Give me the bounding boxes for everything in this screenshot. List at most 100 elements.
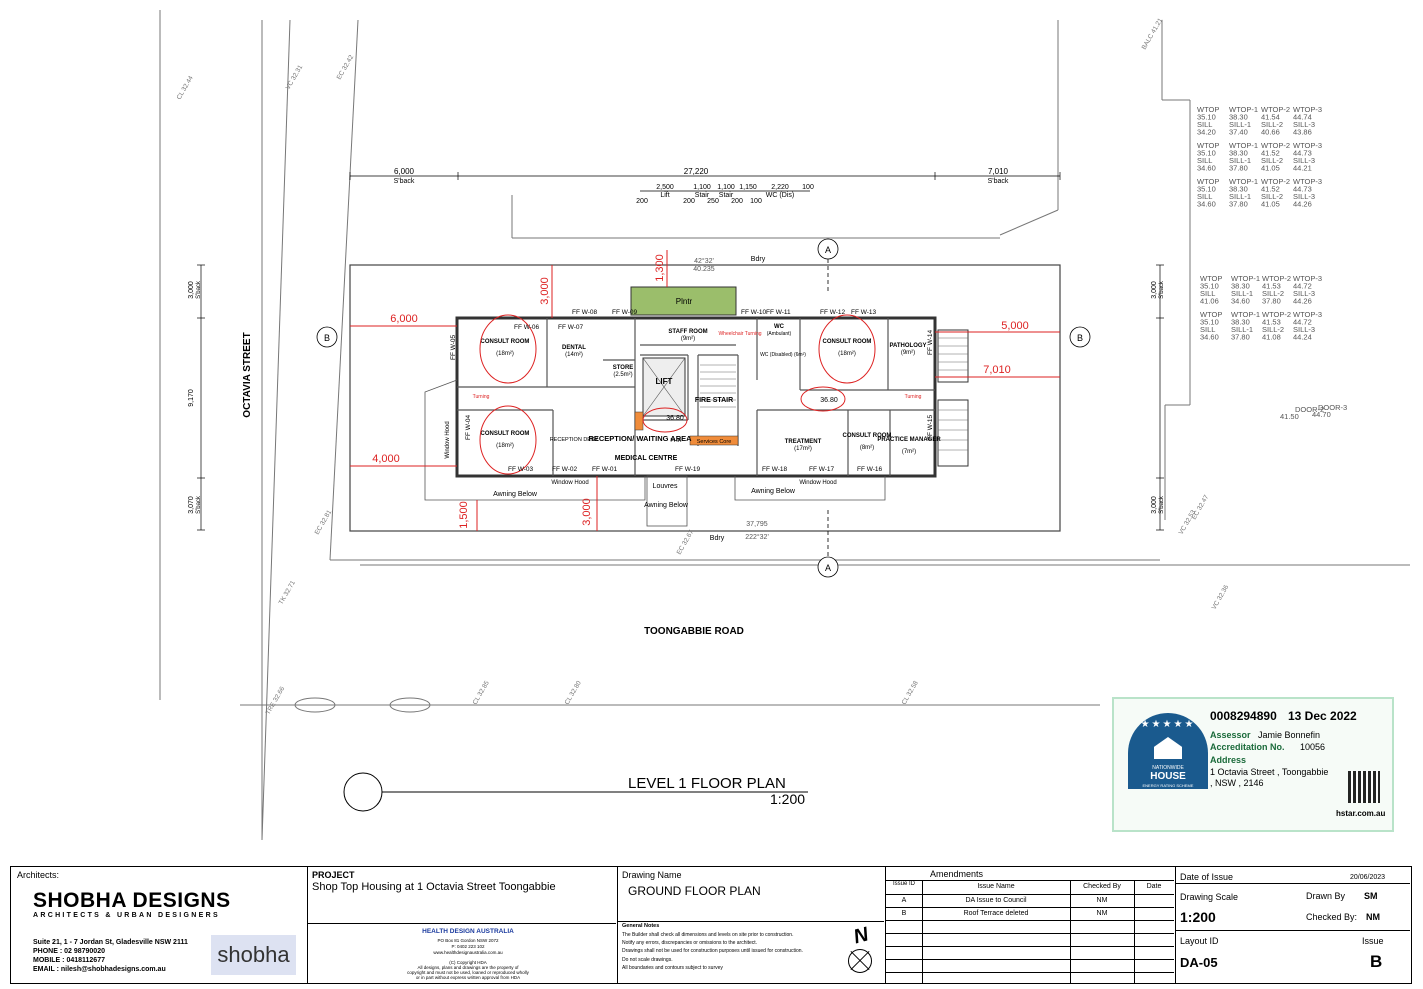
window-tag: FF W-05 <box>450 334 457 360</box>
amend-a-checked: NM <box>1096 897 1108 904</box>
hda-name: HEALTH DESIGN AUSTRALIA <box>422 928 514 935</box>
north-label: N <box>851 923 871 949</box>
project-cell: PROJECT Shop Top Housing at 1 Octavia St… <box>307 867 617 983</box>
hda-copy-4: or in part without express written appro… <box>415 975 521 980</box>
level-marker-1: 36.80 <box>666 415 684 422</box>
drawing-name: GROUND FLOOR PLAN <box>628 884 761 898</box>
window-level-cell: SILL <box>1200 289 1215 298</box>
room-treatment-area: (17m²) <box>794 446 812 452</box>
turning-left: Turning <box>473 394 490 400</box>
window-tag: FF W-06 <box>514 324 540 331</box>
window-level-cell: 41.05 <box>1261 164 1280 173</box>
door-value-3: 44.70 <box>1312 410 1331 419</box>
window-level-cell: SILL <box>1197 192 1212 201</box>
window-level-cell: 34.60 <box>1197 200 1216 209</box>
revision-clouds <box>479 314 876 475</box>
dim-total: 27,220 <box>684 167 709 176</box>
room-treatment: TREATMENT <box>785 439 822 445</box>
layout-id-label: Layout ID <box>1180 936 1219 946</box>
room-dental: DENTAL <box>562 345 586 351</box>
room-reception: RECEPTION/ WAITING AREA <box>588 434 692 443</box>
bearing-top: 42°32' <box>694 257 714 265</box>
firm-phone: PHONE : 02 98790020 <box>33 948 105 955</box>
room-wc: WC <box>774 324 785 330</box>
room-consult-2-area: (18m²) <box>838 351 856 357</box>
checked-by-label: Checked By: <box>1306 912 1358 922</box>
window-level-cell: SILL-2 <box>1261 192 1283 201</box>
dim-200-a: 200 <box>636 198 648 205</box>
dim-left-b: 9,170 <box>188 389 195 407</box>
window-level-cell: 37.80 <box>1229 200 1248 209</box>
window-level-cell: 40.66 <box>1261 128 1280 137</box>
dim-left-setback: 6,000 <box>394 167 415 176</box>
red-dim-left-bottom: 4,000 <box>372 453 400 465</box>
window-level-cell: 44.21 <box>1293 164 1312 173</box>
window-tag: FF W-14 <box>927 329 934 355</box>
window-level-cell: 41.53 <box>1262 282 1281 291</box>
window-tag: FF W-19 <box>675 466 701 473</box>
window-level-cell: WTOP-1 <box>1229 105 1258 114</box>
room-dental-area: (14m²) <box>565 352 583 358</box>
window-level-cell: 44.72 <box>1293 282 1312 291</box>
room-consult-1-area: (18m²) <box>496 351 514 357</box>
project-label: PROJECT <box>312 870 355 880</box>
window-tag: FF W-16 <box>857 466 883 473</box>
window-level-cell: WTOP <box>1197 177 1219 186</box>
window-level-cell: WTOP <box>1200 274 1222 283</box>
red-dim-top: 3,000 <box>539 277 551 305</box>
survey-label: CL 32.80 <box>564 680 583 706</box>
window-level-cell: SILL-1 <box>1229 120 1251 129</box>
firm-name: SHOBHA DESIGNS <box>33 889 231 912</box>
red-dim-top-right: 1,300 <box>654 254 666 282</box>
cert-address-2: , NSW , 2146 <box>1210 778 1264 788</box>
firm-address: Suite 21, 1 - 7 Jordan St, Gladesville N… <box>33 939 188 946</box>
window-level-cell: 41.53 <box>1262 318 1281 327</box>
bottom-dim: 37,795 <box>746 521 768 528</box>
section-a-top: A <box>825 245 831 255</box>
general-notes: The Builder shall check all dimensions a… <box>622 931 832 972</box>
general-note-line: All boundaries and contours subject to s… <box>622 964 723 971</box>
amend-b-name: Roof Terrace deleted <box>963 910 1029 917</box>
window-hood-3: Window Hood <box>445 421 451 458</box>
drawing-scale-label: Drawing Scale <box>1180 892 1239 902</box>
firm-subtitle: ARCHITECTS & URBAN DESIGNERS <box>33 912 220 919</box>
street-toongabbie: TOONGABBIE ROAD <box>644 626 744 637</box>
section-markers <box>316 238 1091 578</box>
window-level-cell: 41.54 <box>1261 113 1280 122</box>
window-level-cell: WTOP <box>1200 310 1222 319</box>
north-arrow-icon <box>848 949 872 973</box>
cert-website: hstar.com.au <box>1336 809 1386 818</box>
window-level-cell: 38.30 <box>1229 149 1248 158</box>
amend-header-id: Issue ID <box>892 881 915 887</box>
bdry-top: Bdry <box>751 256 766 263</box>
window-tag: FF W-10 <box>741 309 767 316</box>
window-tag: FF W-12 <box>820 309 846 316</box>
window-level-cell: 35.10 <box>1200 282 1219 291</box>
survey-label: TK 32.71 <box>278 579 297 606</box>
survey-label: EC 32.47 <box>1191 494 1211 521</box>
awning-below-mid: Awning Below <box>644 502 689 509</box>
window-level-cell: SILL <box>1197 156 1212 165</box>
window-tag: FF W-03 <box>508 466 534 473</box>
amend-header-checked: Checked By <box>1083 883 1121 890</box>
survey-label: EC 32.81 <box>314 509 334 536</box>
window-level-cell: WTOP-2 <box>1261 105 1290 114</box>
window-level-cell: WTOP-2 <box>1261 177 1290 186</box>
plan-title: LEVEL 1 FLOOR PLAN <box>628 775 786 792</box>
window-level-cell: 44.73 <box>1293 149 1312 158</box>
window-tag: FF W-01 <box>592 466 618 473</box>
window-tag: FF W-09 <box>612 309 638 316</box>
dim-200-b: 200 <box>683 198 695 205</box>
window-tag: FF W-02 <box>552 466 578 473</box>
room-staff: STAFF ROOM <box>668 329 707 335</box>
drawing-scale: 1:200 <box>1180 909 1216 925</box>
dim-200-c: 200 <box>731 198 743 205</box>
survey-label: EC 32.67 <box>676 529 696 556</box>
fhr-block <box>634 411 644 431</box>
window-level-cell: SILL-3 <box>1293 325 1315 334</box>
nathers-certificate: ★★★★★ NATIONWIDE HOUSE ENERGY RATING SCH… <box>1112 697 1394 832</box>
louvres-label: Louvres <box>653 483 678 490</box>
hda-copy-1: (C) Copyright HDA <box>449 960 487 965</box>
hda-copy-3: copyright and must not be used, loaned o… <box>407 970 529 975</box>
